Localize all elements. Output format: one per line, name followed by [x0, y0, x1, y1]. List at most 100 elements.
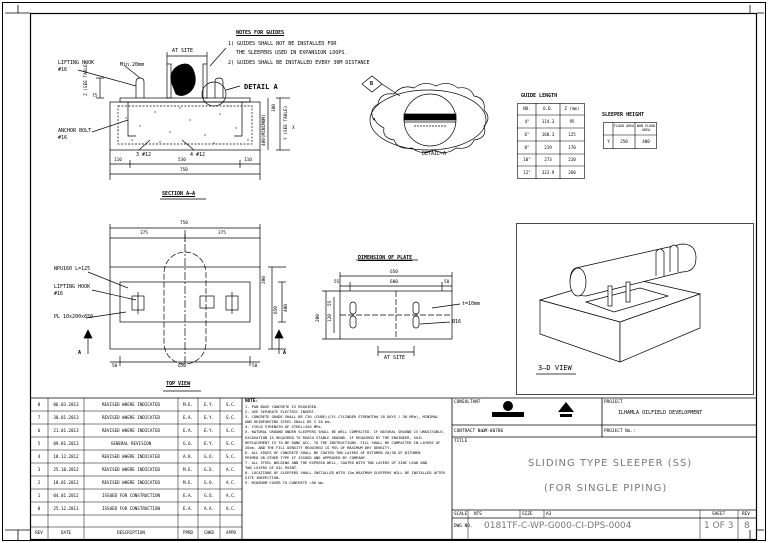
revision-cell: G.O. — [182, 441, 194, 446]
note-line: 7. ALL STEEL WELDING AND THE EXPOSED WEL… — [245, 461, 428, 466]
note-line: 5. NATURAL GROUND UNDER SLEEPERS SHALL B… — [245, 430, 445, 435]
revision-cell: S.C. — [225, 428, 237, 433]
dim-110-right: 110 — [244, 158, 252, 163]
revision-cell: 3 — [37, 467, 41, 472]
lifting-hook-size: #16 — [58, 67, 68, 73]
at-site-label: AT SITE — [172, 48, 194, 54]
note-line: 9. MINIMUM COVER TO CONCRETE =50 mm. — [245, 481, 325, 486]
guide-length-cell: 210 — [568, 157, 576, 162]
guide-length-cell: 273 — [544, 157, 552, 162]
revision-cell: 8 — [37, 402, 41, 407]
guide-length-cell: 6" — [524, 132, 530, 137]
scale-value: NTS — [474, 512, 482, 517]
anchor-bolt-label: ANCHOR BOLT — [58, 128, 92, 134]
revision-cell: E.Y. — [203, 441, 215, 446]
note-line: PRIMED OR OTHER TYPE IF ISSUED AND APPRO… — [245, 455, 368, 460]
project-name: ILHAMLA OILFIELD DEVELOPMENT — [618, 410, 703, 416]
guide-length-title: GUIDE LENGTH — [521, 93, 558, 99]
note-line: 20cm, AND THE FILL DENSITY REQUIRED IS 9… — [245, 445, 392, 450]
rev-col-date: DATE — [60, 530, 72, 535]
revision-cell: 4 — [37, 454, 41, 459]
guides-note-3: 2) GUIDES SHALL BE INSTALLED EVERY 30M D… — [228, 60, 370, 66]
note-line: 6. ALL EDGES OF CONCRETE SHALL BE COATED… — [245, 450, 421, 455]
revision-cell: 18.01.2012 — [53, 480, 79, 485]
top-lifting-hook-label: LIFTING HOOK — [54, 284, 91, 290]
section-aa-title: SECTION A–A — [162, 191, 196, 197]
sleeper-height-cell: 400 — [642, 139, 650, 144]
plate-dim-55-vert: 55 — [328, 300, 333, 306]
top-dim-50-left: 50 — [112, 364, 118, 369]
revision-cell: 0 — [37, 506, 41, 511]
revision-cell: G.O. — [203, 467, 215, 472]
revision-cell: 7 — [37, 415, 41, 420]
revision-cell: G.O. — [203, 454, 215, 459]
revision-cell: 6 — [37, 428, 41, 433]
guide-length-cell: 4" — [524, 119, 530, 124]
rev-col-rev: REV — [35, 530, 43, 535]
sleeper-height-cell: 250 — [620, 139, 628, 144]
guide-length-cell: 323.9 — [541, 170, 555, 175]
note-line: 4. YIELD STRENGTH OF STEEL=420 MPa. — [245, 425, 323, 430]
min-20mm-label: Min.20mm — [120, 62, 145, 68]
top-lifting-hook-size: #16 — [54, 291, 64, 297]
project-no-label: PROJECT No.: — [604, 429, 636, 434]
sleeper-height-table-lines — [603, 122, 657, 149]
contract-no: OM-00786 — [482, 429, 504, 434]
revision-cell: ISSUED FOR CONSTRUCTION — [102, 493, 160, 498]
scale-label: SCALE — [454, 512, 468, 517]
revision-cell: E.A. — [182, 493, 194, 498]
bar-3-12: 3 #12 — [136, 152, 152, 158]
guide-length-cell: 125 — [568, 132, 576, 137]
detail-a-label: DETAIL A — [244, 83, 278, 91]
npu-label: NPU160 L=125 — [54, 266, 91, 272]
revision-cell: 21.01.2013 — [53, 428, 79, 433]
dim-750: 750 — [180, 168, 188, 173]
guides-note-1: 1) GUIDES SHALL NOT BE INSTALLED FOR — [228, 41, 337, 47]
contract-label: CONTRACT No. — [454, 429, 486, 434]
title-block-lines — [30, 397, 756, 540]
revision-cell: M.E. — [182, 480, 194, 485]
revision-cell: A.K. — [182, 454, 194, 459]
revision-cell: E.Y. — [203, 415, 215, 420]
project-label: PROJECT — [604, 400, 623, 405]
note-line: 1. PAN BASE CONCRETE IS REQUIRED. — [245, 405, 319, 409]
rev-col-description: DESCRIPTION — [117, 530, 145, 535]
plate-drawing — [322, 259, 461, 356]
guide-length-cell: 10" — [523, 157, 531, 162]
three-d-view-title: 3–D VIEW — [538, 364, 572, 372]
lifting-hook-label: LIFTING HOOK — [58, 60, 95, 66]
revision-cell: 04.01.2012 — [53, 493, 79, 498]
detail-a-drawing — [369, 83, 489, 153]
detail-a-title: DETAIL–A — [422, 151, 447, 157]
revision-cell: E.A. — [182, 415, 194, 420]
contractor-logo — [558, 402, 574, 417]
guides-notes-title: NOTES FOR GUIDES — [236, 30, 285, 36]
revision-cell: REVISED WHERE INDICATED — [102, 402, 160, 407]
revision-cell: 2 — [37, 480, 41, 485]
sleeper-height-col-flood: FLOOD AREA — [613, 124, 635, 128]
guide-length-col-od: O.D. — [542, 106, 554, 111]
dim-400-min: 400(MINIMUM) — [262, 114, 267, 146]
revision-cell: REVISED WHERE INDICATED — [102, 415, 160, 420]
plate-title: DIMENSION OF PLATE — [358, 255, 413, 261]
top-dim-750: 750 — [180, 221, 188, 226]
note-line: 8. LOCATIONS OF SLEEPERS SHALL INSTALLED… — [245, 471, 445, 476]
dim-110-left: 110 — [114, 158, 122, 163]
revision-cell: S.C. — [225, 441, 237, 446]
sheet-label: SHEET — [712, 512, 726, 517]
dim-y: Y (SEE TABLE) — [284, 105, 289, 140]
top-view-drawing — [83, 224, 286, 392]
top-dim-375-right: 375 — [218, 231, 226, 236]
top-dim-650v: 650 — [274, 306, 279, 314]
plate-at-site: AT SITE — [384, 355, 406, 361]
callout-b — [361, 75, 401, 97]
revision-cell: M.E. — [182, 402, 194, 407]
dwg-number: 0181TF-C-WP-G000-CI-DPS-0004 — [484, 521, 632, 531]
revision-cell: REVISED WHERE INDICATED — [102, 467, 160, 472]
dim-100: 100 — [272, 104, 277, 112]
note-line: 2. USE SEPARATE ELECTRIC INSERT. — [245, 410, 317, 415]
section-arrow-a-left: A — [78, 350, 82, 356]
note-line: AND REINFORCING STEEL SHALL BE S 20 mm. — [245, 420, 332, 425]
guide-length-cell: 170 — [568, 145, 576, 150]
callout-b-label: B — [370, 81, 374, 87]
